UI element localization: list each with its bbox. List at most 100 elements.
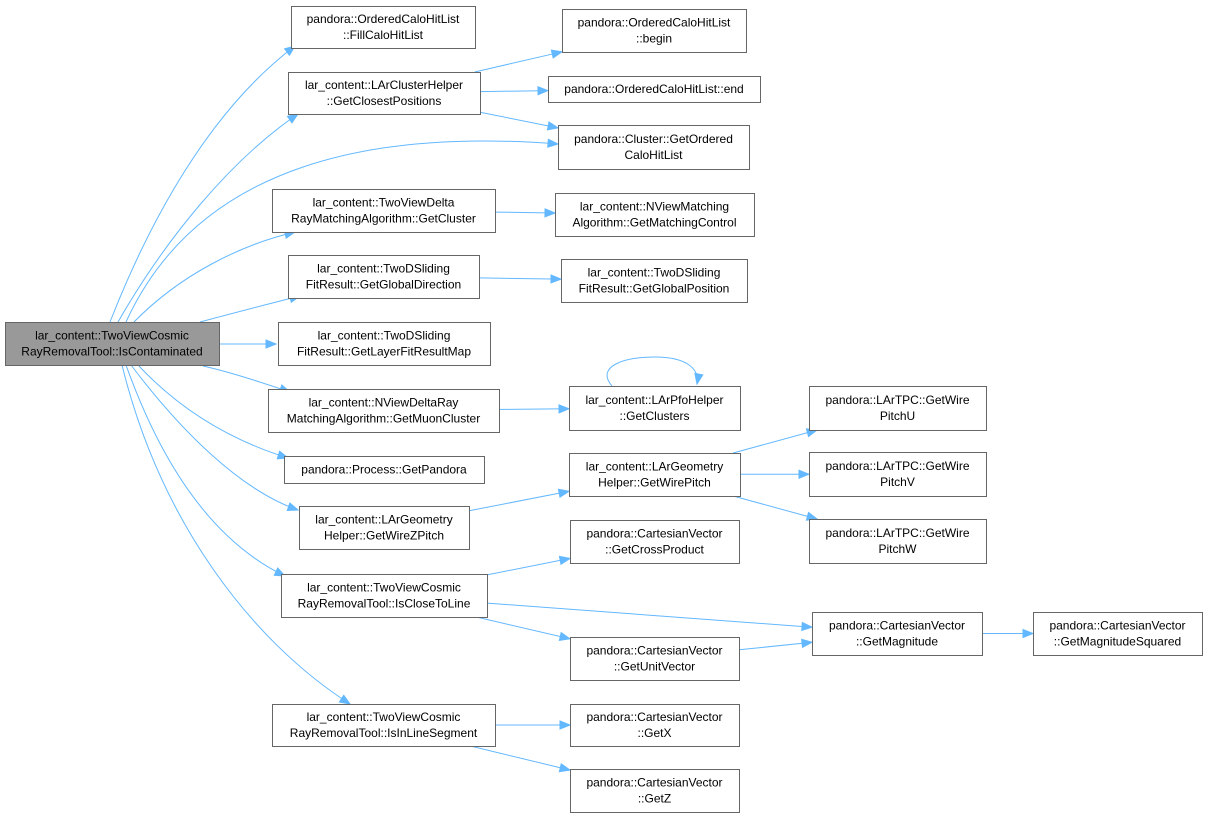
node-fillcalo[interactable]: pandora::OrderedCaloHitList::FillCaloHit… xyxy=(291,6,476,49)
node-magsquared[interactable]: pandora::CartesianVector::GetMagnitudeSq… xyxy=(1033,612,1203,656)
edge-root-to-getcluster xyxy=(133,231,296,323)
node-globaldir[interactable]: lar_content::TwoDSlidingFitResult::GetGl… xyxy=(288,255,480,299)
node-getx-label-line: pandora::CartesianVector xyxy=(586,710,722,724)
node-globaldir-label-line: FitResult::GetGlobalDirection xyxy=(306,278,461,292)
edge-closetoline-to-unitvector-arrowhead xyxy=(558,631,572,642)
node-wirepitch-label-line: Helper::GetWirePitch xyxy=(598,476,711,490)
node-layerfit[interactable]: lar_content::TwoDSlidingFitResult::GetLa… xyxy=(278,322,491,366)
node-pitchw-label-line: PitchW xyxy=(878,542,917,556)
node-layerfit-label-line: lar_content::TwoDSliding xyxy=(318,329,451,343)
node-closetoline-label-line: RayRemovalTool::IsCloseToLine xyxy=(298,597,471,611)
node-magsquared-box xyxy=(1033,612,1203,656)
node-pitchu-label-line: pandora::LArTPC::GetWire xyxy=(825,393,969,407)
node-closetoline-label-line: lar_content::TwoViewCosmic xyxy=(307,581,461,595)
node-inlineseg-label-line: lar_content::TwoViewCosmic xyxy=(307,710,461,724)
edge-wirezpitch-to-wirepitch xyxy=(468,490,570,512)
node-end[interactable]: pandora::OrderedCaloHitList::end xyxy=(548,76,761,103)
edge-globaldir-to-globalpos-arrowhead xyxy=(550,274,563,284)
node-getordered-label-line: CaloHitList xyxy=(624,148,683,162)
node-getclusters-label-line: lar_content::LArPfoHelper xyxy=(585,393,723,407)
node-unitvector[interactable]: pandora::CartesianVector::GetUnitVector xyxy=(570,637,740,681)
node-getcluster-box xyxy=(272,189,496,233)
node-begin-box xyxy=(562,9,747,53)
node-wirezpitch[interactable]: lar_content::LArGeometryHelper::GetWireZ… xyxy=(299,506,470,550)
node-getpandora-box xyxy=(284,456,485,484)
edge-root-to-layerfit-arrowhead xyxy=(265,339,278,349)
node-getclusters-label-line: ::GetClusters xyxy=(619,409,689,423)
node-inlineseg-label-line: RayRemovalTool::IsInLineSegment xyxy=(290,726,478,740)
node-globaldir-box xyxy=(288,255,480,299)
edge-closetoline-to-crossproduct-arrowhead xyxy=(558,555,572,566)
edge-closetoline-to-magnitude-arrowhead xyxy=(801,621,814,632)
node-getpandora[interactable]: pandora::Process::GetPandora xyxy=(284,456,485,484)
node-globalpos-label-line: FitResult::GetGlobalPosition xyxy=(579,282,730,296)
node-closest-label-line: ::GetClosestPositions xyxy=(327,94,442,108)
node-closetoline[interactable]: lar_content::TwoViewCosmicRayRemovalTool… xyxy=(281,574,488,618)
node-inlineseg-box xyxy=(272,704,496,747)
node-muoncluster[interactable]: lar_content::NViewDeltaRayMatchingAlgori… xyxy=(268,389,500,433)
node-root-label-line: RayRemovalTool::IsContaminated xyxy=(21,345,202,359)
node-getcluster[interactable]: lar_content::TwoViewDeltaRayMatchingAlgo… xyxy=(272,189,496,233)
node-globalpos-box xyxy=(561,259,748,303)
node-getclusters-box xyxy=(569,386,741,431)
node-wirezpitch-label-line: lar_content::LArGeometry xyxy=(315,513,452,527)
node-layerfit-label-line: FitResult::GetLayerFitResultMap xyxy=(297,345,471,359)
node-crossproduct[interactable]: pandora::CartesianVector::GetCrossProduc… xyxy=(570,520,740,564)
edge-root-to-wirezpitch xyxy=(130,364,299,511)
node-getz-box xyxy=(570,769,740,813)
node-magnitude[interactable]: pandora::CartesianVector::GetMagnitude xyxy=(812,612,983,656)
node-begin[interactable]: pandora::OrderedCaloHitList::begin xyxy=(562,9,747,53)
edge-closest-to-end xyxy=(479,90,549,93)
edge-root-to-getordered xyxy=(125,140,559,323)
node-closest[interactable]: lar_content::LArClusterHelper::GetCloses… xyxy=(288,72,481,115)
node-begin-label-line: ::begin xyxy=(636,32,672,46)
edge-root-to-globaldir xyxy=(199,295,301,323)
edge-getclusters-to-getclusters xyxy=(606,356,698,387)
edge-wirezpitch-to-wirepitch-arrowhead xyxy=(557,488,571,498)
node-pitchw-box xyxy=(809,519,987,564)
node-wirezpitch-box xyxy=(299,506,470,550)
node-globalpos-label-line: lar_content::TwoDSliding xyxy=(588,266,721,280)
node-matchctl-label-line: Algorithm::GetMatchingControl xyxy=(572,216,736,230)
node-magnitude-box xyxy=(812,612,983,656)
node-layerfit-box xyxy=(278,322,491,366)
node-wirepitch[interactable]: lar_content::LArGeometryHelper::GetWireP… xyxy=(569,453,741,497)
edge-inlineseg-to-getz xyxy=(470,745,571,771)
edge-inlineseg-to-getx-arrowhead xyxy=(559,720,572,730)
edge-closest-to-begin-arrowhead xyxy=(550,49,564,59)
node-magsquared-label-line: ::GetMagnitudeSquared xyxy=(1054,635,1181,649)
node-globalpos[interactable]: lar_content::TwoDSlidingFitResult::GetGl… xyxy=(561,259,748,303)
node-getz[interactable]: pandora::CartesianVector::GetZ xyxy=(570,769,740,813)
edge-wirepitch-to-pitchu xyxy=(732,429,818,454)
node-matchctl[interactable]: lar_content::NViewMatchingAlgorithm::Get… xyxy=(555,193,755,237)
edge-closetoline-to-crossproduct xyxy=(486,557,571,576)
node-getpandora-label-line: pandora::Process::GetPandora xyxy=(301,463,467,477)
edge-globaldir-to-globalpos xyxy=(478,277,562,280)
node-getx-box xyxy=(570,704,740,747)
node-magnitude-label-line: pandora::CartesianVector xyxy=(829,619,965,633)
edge-root-to-closest-arrowhead xyxy=(286,113,300,124)
node-root[interactable]: lar_content::TwoViewCosmicRayRemovalTool… xyxy=(5,322,220,366)
node-globaldir-label-line: lar_content::TwoDSliding xyxy=(317,262,450,276)
node-pitchw-label-line: pandora::LArTPC::GetWire xyxy=(825,526,969,540)
edge-magnitude-to-magsquared-arrowhead xyxy=(1022,628,1035,639)
call-edges xyxy=(109,45,1035,773)
edge-inlineseg-to-getz-arrowhead xyxy=(558,763,572,773)
node-crossproduct-box xyxy=(570,520,740,564)
node-getclusters[interactable]: lar_content::LArPfoHelper::GetClusters xyxy=(569,386,741,431)
edge-closetoline-to-unitvector xyxy=(476,616,571,640)
node-getordered-box xyxy=(558,125,750,170)
edge-root-to-wirezpitch-arrowhead xyxy=(286,502,300,512)
node-end-box xyxy=(548,76,761,103)
node-crossproduct-label-line: ::GetCrossProduct xyxy=(605,543,704,557)
node-inlineseg[interactable]: lar_content::TwoViewCosmicRayRemovalTool… xyxy=(272,704,496,747)
node-getx[interactable]: pandora::CartesianVector::GetX xyxy=(570,704,740,747)
node-closetoline-box xyxy=(281,574,488,618)
node-fillcalo-label-line: pandora::OrderedCaloHitList xyxy=(307,12,460,26)
node-getcluster-label-line: lar_content::TwoViewDelta xyxy=(313,196,455,210)
node-unitvector-label-line: ::GetUnitVector xyxy=(614,660,695,674)
